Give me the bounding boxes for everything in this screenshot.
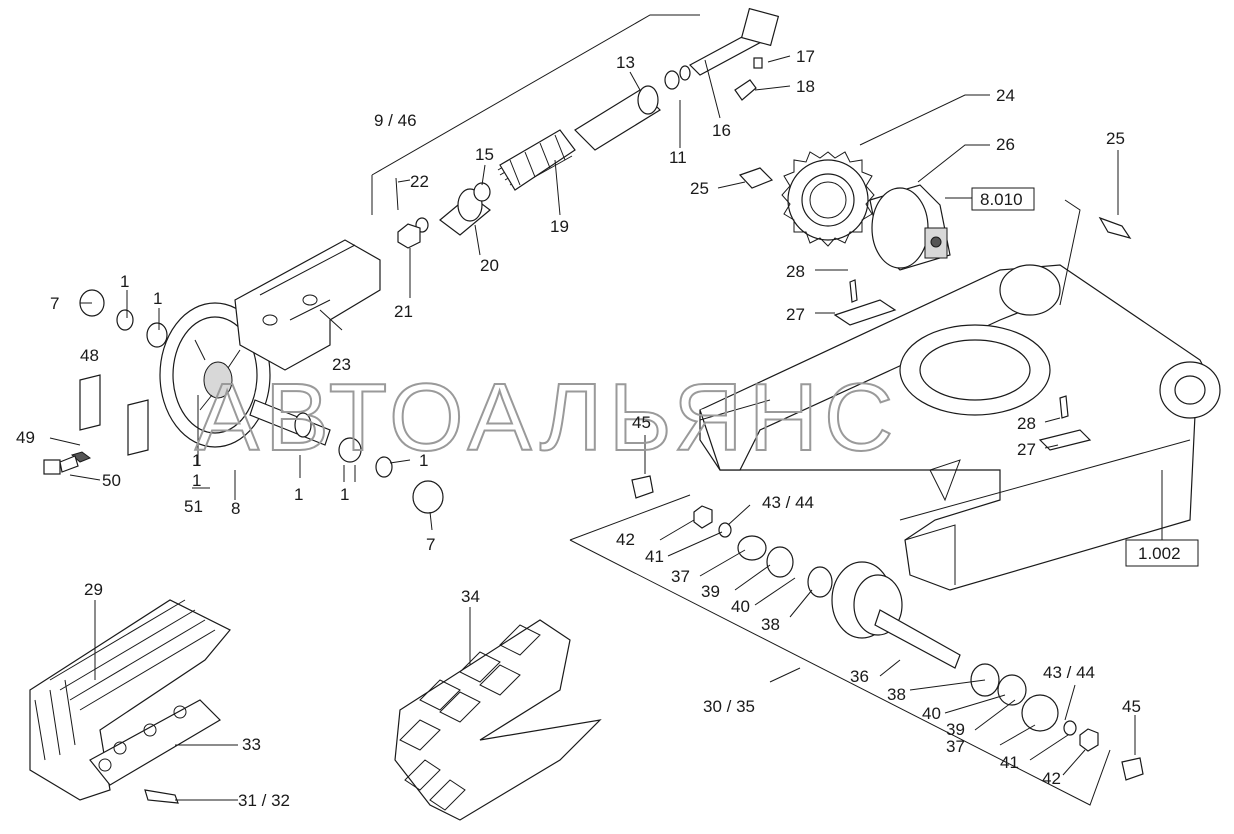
travel-motor (869, 184, 951, 271)
label-17: 17 (796, 47, 815, 66)
ref-box-frame: 1.002 (1125, 539, 1199, 567)
label-22: 22 (410, 172, 429, 191)
ref-motor-text: 8.010 (980, 190, 1023, 209)
label-26: 26 (996, 135, 1015, 154)
tensioner-rod (395, 85, 661, 249)
idler-yoke (234, 239, 381, 371)
label-36: 36 (850, 667, 869, 686)
label-8: 8 (231, 499, 240, 518)
label-23: 23 (332, 355, 351, 374)
label-28: 28 (786, 262, 805, 281)
label-15: 15 (475, 145, 494, 164)
grease-cylinder (664, 7, 780, 101)
label-27: 27 (786, 305, 805, 324)
label-41: 41 (645, 547, 664, 566)
sprocket (781, 151, 875, 247)
label-1: 1 (120, 272, 129, 291)
ref-box-motor: 8.010 (971, 187, 1035, 211)
label-45: 45 (632, 413, 651, 432)
label-31-32: 31 / 32 (238, 791, 290, 810)
label-39: 39 (701, 582, 720, 601)
label-37: 37 (946, 737, 965, 756)
label-40: 40 (922, 704, 941, 723)
bearing-blocks (43, 374, 149, 475)
label-16: 16 (712, 121, 731, 140)
track-roller (693, 505, 1099, 752)
label-48: 48 (80, 346, 99, 365)
label-43-44: 43 / 44 (1043, 663, 1095, 682)
label-42: 42 (616, 530, 635, 549)
label-25: 25 (1106, 129, 1125, 148)
label-13: 13 (616, 53, 635, 72)
ref-frame-text: 1.002 (1138, 544, 1181, 563)
label-1: 1 (192, 451, 201, 470)
label-38: 38 (887, 685, 906, 704)
label-43-44: 43 / 44 (762, 493, 814, 512)
label-29: 29 (84, 580, 103, 599)
watermark-text: АВТОАЛЬЯНС (195, 364, 899, 471)
part-labels: 1 1 1 1 1 1 1 51 7 7 8 9 / 46 11 13 15 1… (16, 47, 1141, 810)
label-7: 7 (426, 535, 435, 554)
label-1: 1 (153, 289, 162, 308)
label-24: 24 (996, 86, 1015, 105)
label-37: 37 (671, 567, 690, 586)
label-18: 18 (796, 77, 815, 96)
label-20: 20 (480, 256, 499, 275)
label-1: 1 (294, 485, 303, 504)
track-frame (699, 264, 1221, 591)
label-1: 1 (419, 451, 428, 470)
label-1-over-51-denominator: 51 (184, 497, 203, 516)
label-19: 19 (550, 217, 569, 236)
label-38: 38 (761, 615, 780, 634)
steel-track-34 (394, 619, 602, 821)
idler-washers (79, 289, 444, 514)
label-39: 39 (946, 720, 965, 739)
idler-shaft (249, 399, 331, 446)
tension-spring (497, 129, 576, 191)
label-45: 45 (1122, 697, 1141, 716)
label-50: 50 (102, 471, 121, 490)
label-34: 34 (461, 587, 480, 606)
label-30-35: 30 / 35 (703, 697, 755, 716)
label-1-over-51-numerator: 1 (192, 471, 201, 490)
roller-guards (631, 167, 1144, 781)
rubber-track-29 (29, 599, 231, 804)
label-49: 49 (16, 428, 35, 447)
label-25: 25 (690, 179, 709, 198)
label-33: 33 (242, 735, 261, 754)
label-1: 1 (340, 485, 349, 504)
label-11: 11 (669, 148, 687, 167)
label-7: 7 (50, 294, 59, 313)
label-40: 40 (731, 597, 750, 616)
label-21: 21 (394, 302, 413, 321)
label-9-46: 9 / 46 (374, 111, 417, 130)
label-28: 28 (1017, 414, 1036, 433)
label-42: 42 (1042, 769, 1061, 788)
leader-lines (49, 14, 1163, 806)
label-27: 27 (1017, 440, 1036, 459)
label-41: 41 (1000, 753, 1019, 772)
